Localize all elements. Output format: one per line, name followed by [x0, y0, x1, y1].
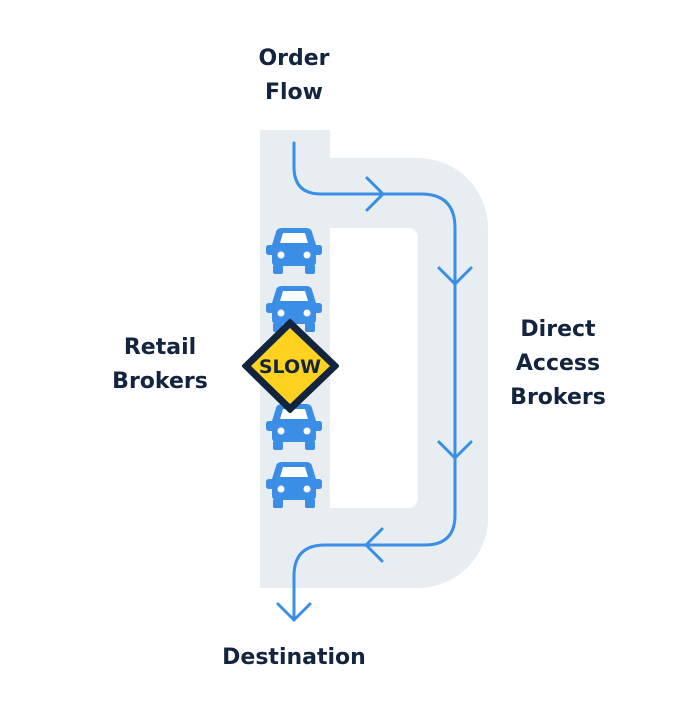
slow-sign-text: SLOW: [259, 356, 321, 378]
retail-brokers-label-line-2: Brokers: [112, 369, 208, 394]
order-flow-label-line-2: Flow: [264, 80, 323, 105]
slow-sign-icon: SLOW: [242, 319, 339, 413]
order-flow-label: Order Flow: [234, 42, 354, 110]
chevron-arrow-icon: [437, 440, 473, 460]
retail-brokers-label: Retail Brokers: [100, 331, 220, 399]
chevron-arrow-icon: [365, 176, 385, 212]
direct-access-brokers-label-line-2: Access: [515, 351, 601, 376]
destination-label: Destination: [204, 641, 384, 675]
retail-brokers-label-line-1: Retail: [123, 335, 197, 360]
chevron-arrow-icon: [437, 266, 473, 286]
direct-access-brokers-label-line-3: Brokers: [510, 385, 606, 410]
destination-label-text: Destination: [222, 645, 366, 670]
chevron-arrow-icon: [276, 602, 312, 622]
route-track: [260, 130, 488, 588]
order-flow-label-line-1: Order: [258, 46, 330, 71]
chevron-arrow-icon: [364, 527, 384, 563]
direct-access-flow-line: [292, 141, 457, 622]
direct-access-brokers-label-line-1: Direct: [520, 317, 596, 342]
direct-access-brokers-label: Direct Access Brokers: [495, 313, 621, 415]
